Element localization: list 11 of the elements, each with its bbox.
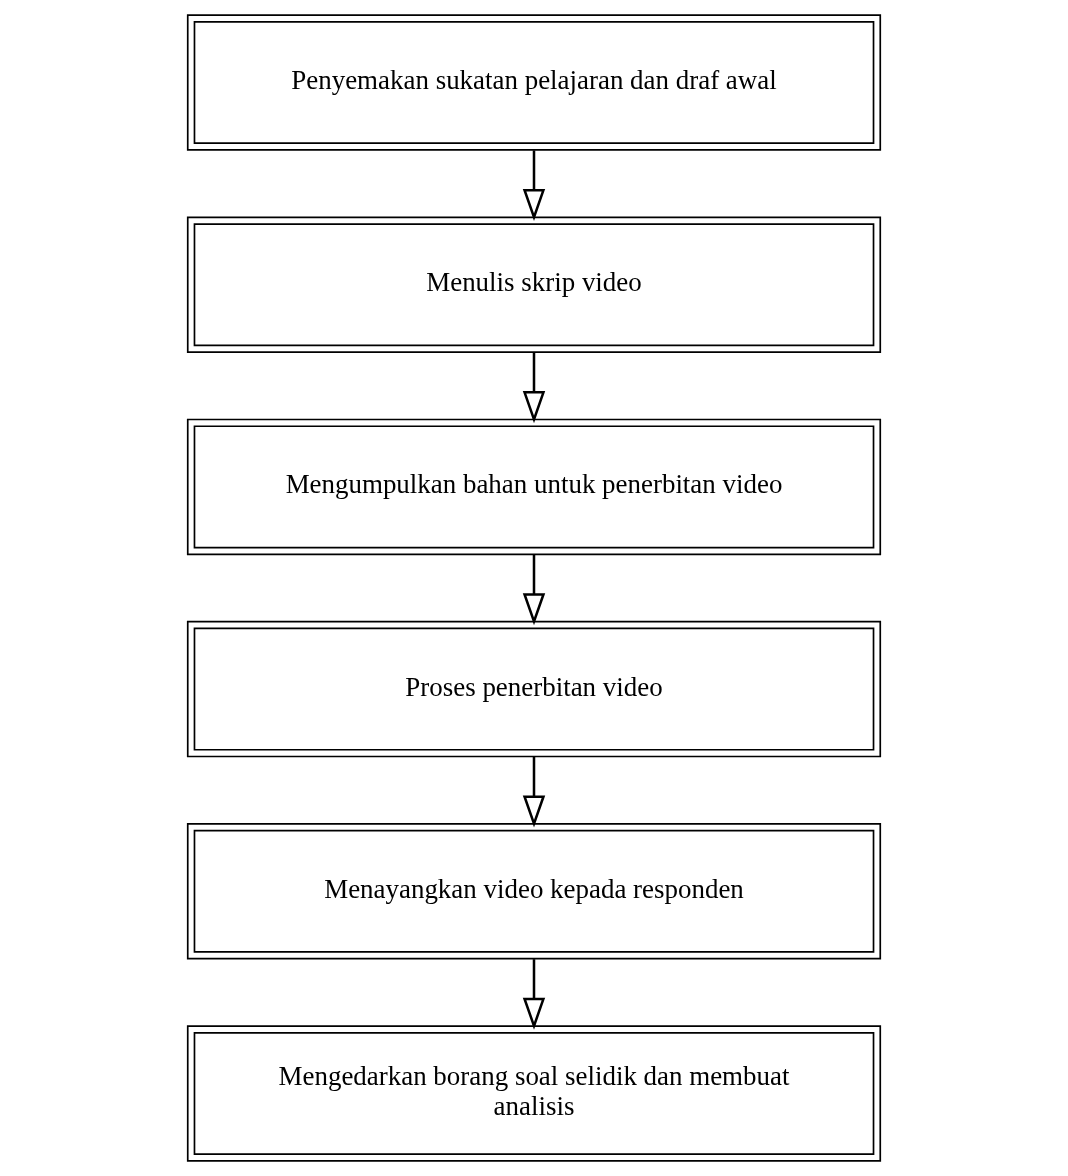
- node-box: Mengumpulkan bahan untuk penerbitan video: [186, 418, 882, 556]
- node-box: Mengedarkan borang soal selidik dan membuat analisis: [186, 1025, 882, 1162]
- arrow: [522, 150, 546, 221]
- node-box: Penyemakan sukatan pelajaran dan draf awal: [186, 14, 882, 151]
- arrow: [522, 352, 546, 424]
- node-box: Menulis skrip video: [186, 216, 882, 353]
- arrow: [522, 554, 546, 626]
- node-box: Proses penerbitan video: [186, 620, 882, 758]
- arrow: [522, 959, 546, 1030]
- arrow: [522, 757, 546, 828]
- node-box: Menayangkan video kepada responden: [186, 823, 882, 960]
